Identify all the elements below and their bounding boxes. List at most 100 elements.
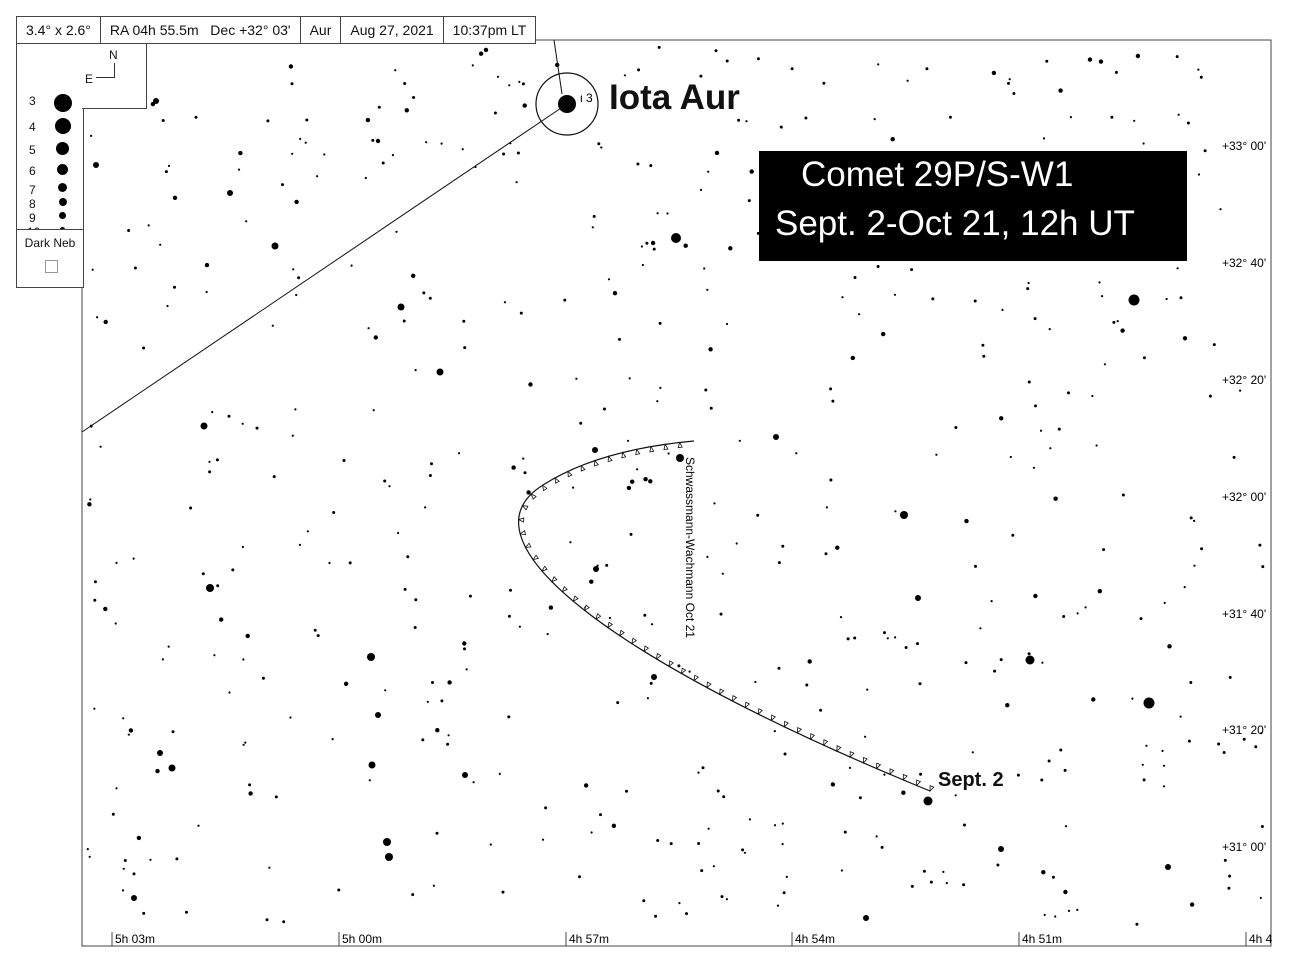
star: [142, 346, 146, 350]
star: [676, 454, 684, 462]
star: [618, 337, 621, 341]
star: [161, 119, 165, 122]
star: [1027, 281, 1030, 285]
star: [1103, 363, 1106, 366]
star: [526, 490, 531, 495]
track-tick: [567, 470, 573, 478]
star: [1228, 874, 1232, 878]
track-tick: [595, 613, 602, 620]
track-tick: [663, 443, 669, 451]
star: [605, 563, 609, 567]
star: [1167, 644, 1172, 649]
star: [375, 712, 381, 718]
star: [208, 470, 212, 474]
star: [1009, 455, 1012, 459]
star: [261, 676, 265, 680]
star: [650, 240, 656, 246]
star: [1131, 697, 1134, 700]
star: [1001, 308, 1004, 311]
star: [1098, 59, 1104, 64]
star: [364, 176, 367, 180]
star: [1027, 380, 1031, 384]
track-tick: [561, 585, 568, 593]
star: [96, 316, 99, 319]
star: [103, 319, 108, 325]
track-tick: [655, 652, 662, 660]
star: [805, 683, 809, 687]
star: [227, 190, 233, 196]
star: [858, 796, 862, 800]
star: [136, 835, 142, 841]
star: [979, 627, 982, 630]
star: [876, 265, 880, 268]
star: [462, 319, 466, 323]
star: [422, 291, 426, 295]
star: [659, 386, 662, 389]
pointer-line: [81, 103, 568, 433]
star: [608, 616, 612, 620]
star: [713, 502, 716, 505]
star: [1025, 655, 1035, 665]
star: [1175, 55, 1179, 59]
track-tick: [519, 530, 527, 536]
star: [205, 290, 208, 294]
star: [843, 830, 847, 834]
star: [825, 506, 829, 509]
star: [922, 869, 926, 873]
star: [1041, 870, 1046, 875]
star: [157, 750, 163, 756]
star: [462, 772, 468, 778]
star: [121, 889, 125, 892]
star: [678, 902, 681, 905]
star: [528, 382, 533, 387]
star: [493, 111, 497, 115]
star: [1032, 466, 1035, 469]
star: [424, 506, 427, 509]
star: [824, 552, 828, 556]
star: [426, 700, 429, 703]
dec-label: +31° 00': [1222, 840, 1266, 854]
star: [406, 555, 410, 559]
star: [1116, 320, 1119, 323]
star: [161, 658, 164, 661]
star: [756, 513, 760, 517]
star: [197, 824, 200, 827]
star: [204, 262, 210, 268]
star: [231, 568, 235, 572]
star: [244, 741, 247, 744]
star: [929, 880, 933, 884]
star: [1091, 394, 1094, 398]
star: [677, 664, 681, 668]
star: [93, 580, 97, 584]
star: [435, 831, 439, 835]
star: [297, 276, 301, 280]
star: [1187, 739, 1191, 743]
compass: N E: [82, 43, 147, 109]
star: [216, 584, 220, 588]
star: [781, 544, 785, 548]
star: [648, 479, 653, 484]
star: [1053, 496, 1058, 501]
star: [1260, 732, 1263, 735]
star: [373, 335, 378, 340]
star: [1197, 173, 1201, 176]
star: [93, 707, 96, 710]
comet-track-ticks: [517, 441, 935, 792]
magnitude-label: 7: [29, 183, 36, 197]
star: [397, 303, 405, 311]
star: [471, 64, 474, 67]
star: [496, 75, 500, 78]
star: [779, 125, 783, 129]
star: [773, 434, 779, 440]
star: [829, 387, 833, 391]
star: [572, 486, 575, 489]
star: [563, 298, 567, 302]
star: [915, 595, 921, 601]
star: [596, 564, 599, 567]
star: [472, 781, 475, 784]
star: [683, 243, 688, 248]
title-box: Comet 29P/S-W1 Sept. 2-Oct 21, 12h UT: [759, 151, 1187, 261]
star: [128, 728, 134, 733]
star: [242, 743, 245, 746]
star: [435, 728, 440, 733]
